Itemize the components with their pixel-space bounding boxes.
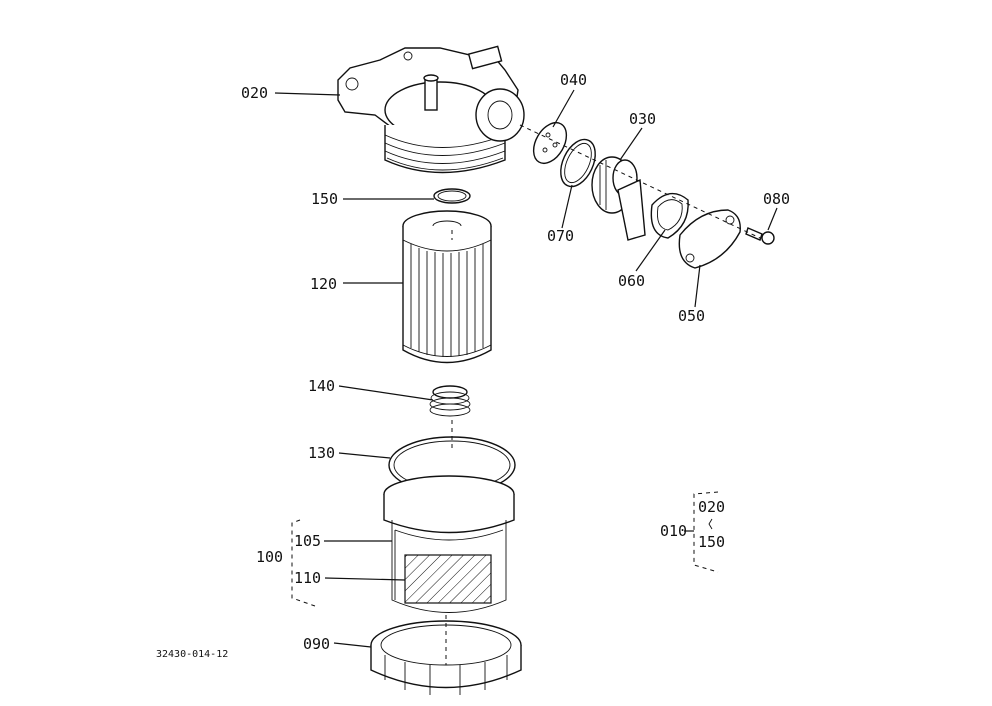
label-120: 120 [310,275,337,293]
group-bracket-010 [693,491,719,573]
drawing-code: 32430-014-12 [156,649,228,660]
o-ring-150 [433,188,471,204]
bolt-080 [745,227,775,245]
label-group-150: 150 [698,533,725,551]
label-100: 100 [256,548,283,566]
spring-140 [429,385,471,417]
filter-head-020 [337,45,525,174]
plate-040 [532,122,568,164]
label-105: 105 [294,532,321,550]
label-030: 030 [629,110,656,128]
gasket-060 [650,192,689,239]
group-tilde [708,518,713,530]
label-070: 070 [547,227,574,245]
label-060: 060 [618,272,645,290]
label-140: 140 [308,377,335,395]
label-130: 130 [308,444,335,462]
valve-030 [591,156,646,241]
label-150: 150 [311,190,338,208]
label-080: 080 [763,190,790,208]
o-ring-070 [560,138,596,188]
bowl-105 [383,475,515,613]
cover-050 [678,209,741,269]
label-010: 010 [660,522,687,540]
label-050: 050 [678,307,705,325]
leader-lines [274,89,778,648]
filter-element-120 [402,210,492,364]
window-110 [404,554,492,604]
retaining-ring-090 [370,620,522,695]
label-group-020: 020 [698,498,725,516]
label-110: 110 [294,569,321,587]
label-020: 020 [241,84,268,102]
label-090: 090 [303,635,330,653]
label-040: 040 [560,71,587,89]
